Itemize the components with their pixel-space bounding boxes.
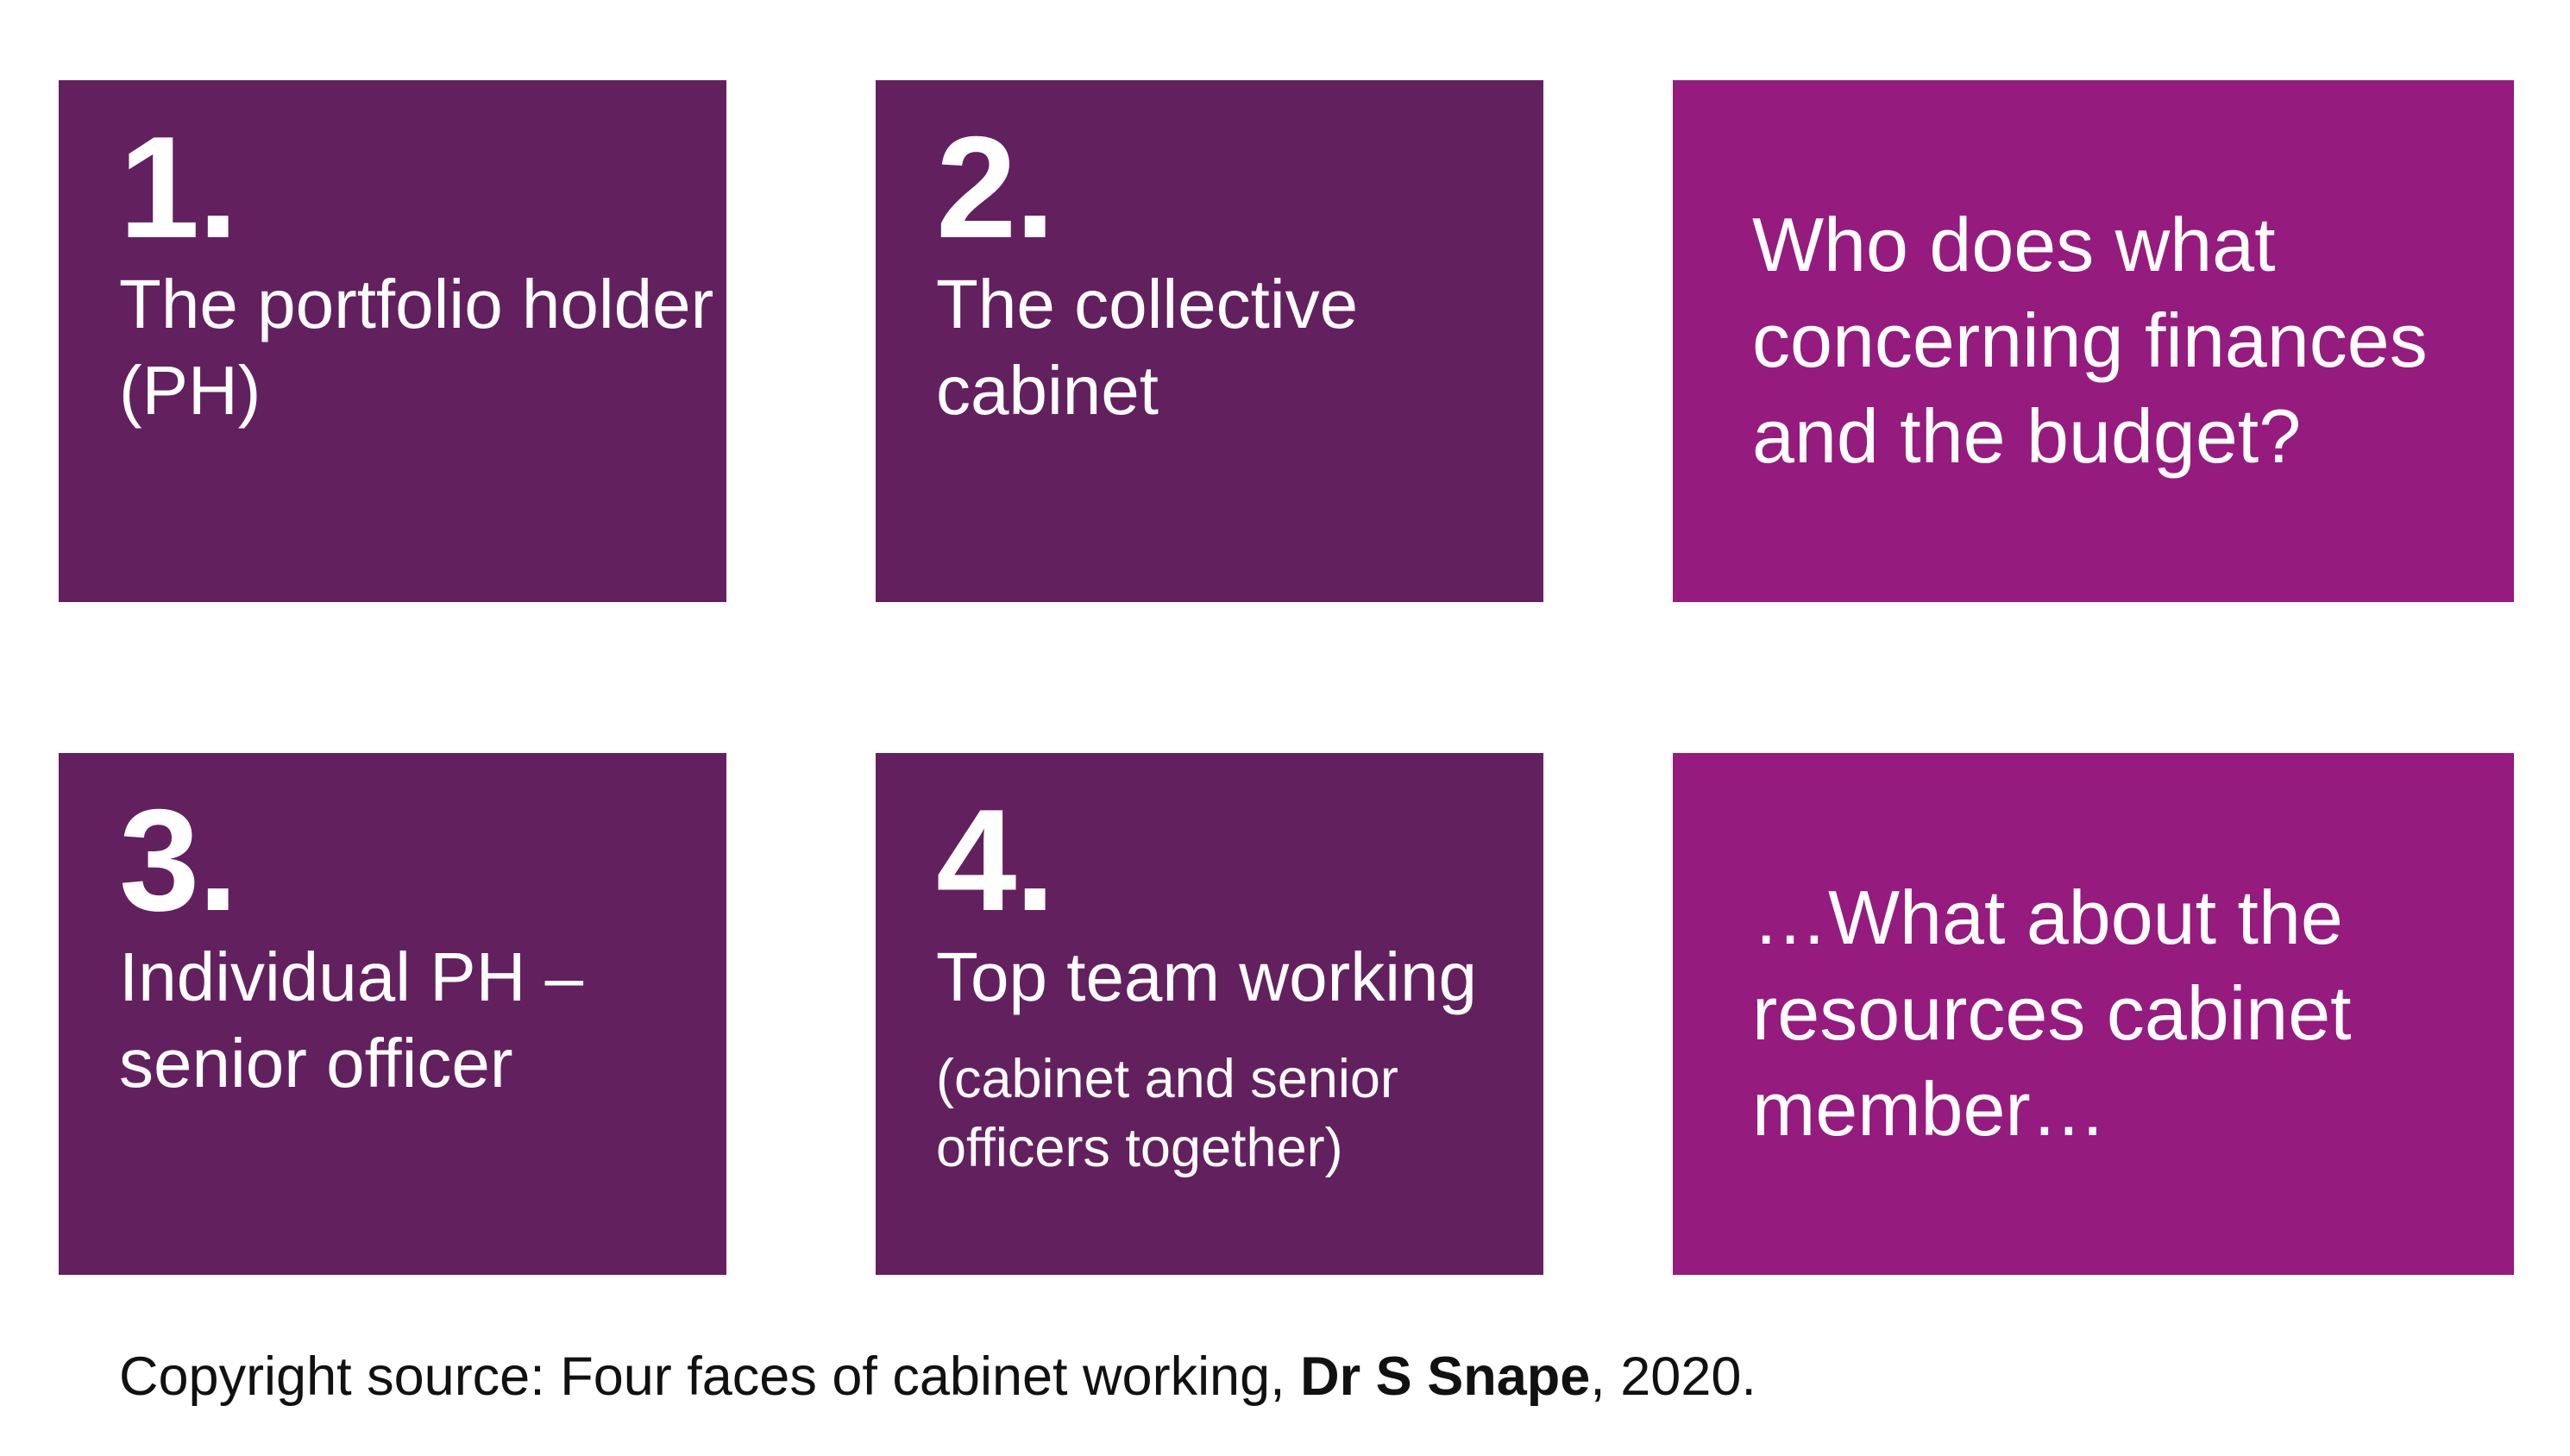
tile-top-team-working: 4. Top team working (cabinet and senior … [876,753,1543,1275]
tile-label: The collective cabinet [936,266,1359,429]
copyright-prefix: Copyright source: Four faces of cabinet … [119,1346,1301,1407]
tile-individual-ph: 3. Individual PH – senior officer [59,753,726,1275]
tile-portfolio-holder: 1. The portfolio holder (PH) [59,80,726,602]
copyright-author: Dr S Snape [1300,1346,1591,1407]
tile-label: Individual PH – senior officer [119,938,584,1101]
tile-number: 4. [936,779,1055,941]
tile-number: 1. [119,106,238,268]
question-text: Who does what concerning finances and th… [1752,202,2428,479]
tile-question-finances: Who does what concerning finances and th… [1673,80,2514,602]
tile-number: 3. [119,779,238,941]
tile-collective-cabinet: 2. The collective cabinet [876,80,1543,602]
tile-number: 2. [936,106,1055,268]
copyright-source: Copyright source: Four faces of cabinet … [119,1342,1756,1411]
tile-label: The portfolio holder (PH) [119,266,714,429]
tile-sublabel: (cabinet and senior officers together) [936,1049,1398,1178]
tile-question-resources: …What about the resources cabinet member… [1673,753,2514,1275]
question-text: …What about the resources cabinet member… [1752,875,2352,1152]
tile-label: Top team working [936,938,1477,1015]
copyright-suffix: , 2020. [1590,1346,1756,1407]
